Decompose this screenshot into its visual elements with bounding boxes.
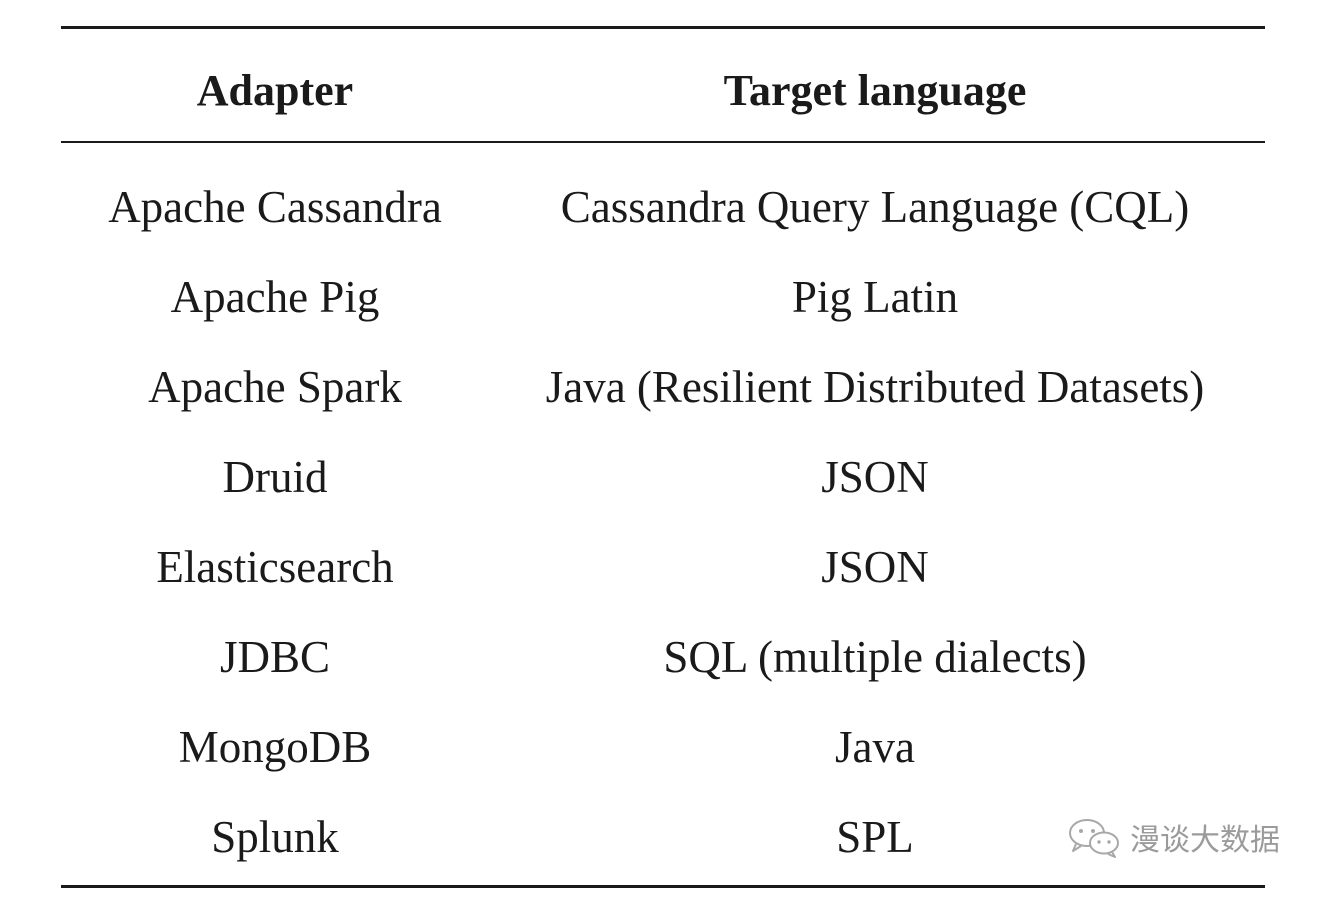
adapter-cell: Druid (222, 452, 328, 502)
watermark-text: 漫谈大数据 (1130, 823, 1280, 858)
table-row: JDBC SQL (multiple dialects) (0, 612, 1324, 702)
target-language-cell: Cassandra Query Language (CQL) (560, 182, 1190, 232)
target-language-cell: SQL (multiple dialects) (663, 632, 1087, 682)
table-row: Apache Cassandra Cassandra Query Languag… (0, 162, 1324, 252)
wechat-icon (1069, 819, 1119, 858)
adapter-cell: Apache Cassandra (108, 182, 442, 232)
table-header-rule (61, 141, 1265, 143)
adapter-cell: JDBC (219, 632, 331, 682)
table-row: Splunk SPL (0, 792, 1324, 882)
target-language-cell: JSON (821, 542, 929, 592)
target-language-cell: Java (835, 722, 915, 772)
table-row: Apache Pig Pig Latin (0, 252, 1324, 342)
adapter-cell: Elasticsearch (156, 542, 394, 592)
target-language-cell: Java (Resilient Distributed Datasets) (545, 362, 1205, 412)
table-bottom-rule (61, 885, 1265, 888)
watermark: 漫谈大数据 (1066, 812, 1280, 862)
adapter-cell: MongoDB (178, 722, 372, 772)
table-row: Druid JSON (0, 432, 1324, 522)
table-row: MongoDB Java (0, 702, 1324, 792)
target-language-cell: JSON (821, 452, 929, 502)
table-row: Elasticsearch JSON (0, 522, 1324, 612)
adapter-cell: Apache Pig (170, 272, 380, 322)
target-language-cell: Pig Latin (791, 272, 959, 322)
header-target-language: Target language (723, 66, 1027, 115)
adapter-cell: Splunk (211, 812, 339, 862)
table-header-row: Adapter Target language (0, 58, 1324, 124)
table-top-rule (61, 26, 1265, 29)
header-adapter: Adapter (196, 66, 354, 115)
adapter-cell: Apache Spark (148, 362, 402, 412)
target-language-cell: SPL (836, 812, 914, 862)
table-row: Apache Spark Java (Resilient Distributed… (0, 342, 1324, 432)
